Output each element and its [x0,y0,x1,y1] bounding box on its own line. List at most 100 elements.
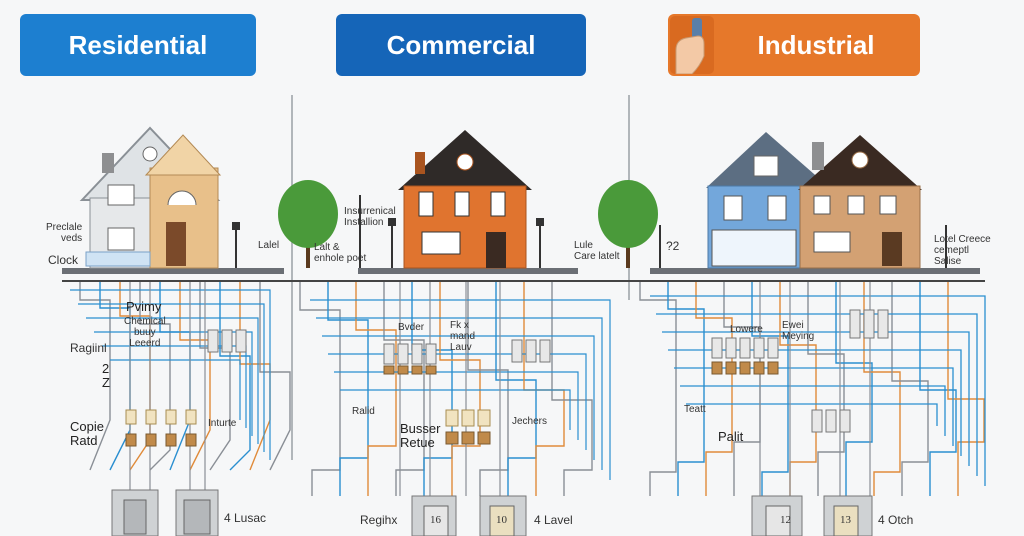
label-ind-lowere: Lowere [730,324,763,335]
breaker-com [477,431,491,445]
label-com-meter1: 16 [430,514,441,526]
wire [891,282,929,496]
wire [650,295,986,486]
wire [239,282,271,471]
label-res-clock: Clock [48,253,79,267]
wire [674,367,954,446]
wire [662,331,970,466]
wire [310,299,611,480]
label-com-level: 4 Lavel [534,513,573,527]
meter-ind-2 [823,495,873,536]
breaker-com [461,431,475,445]
breaker-res [145,409,157,425]
residential-house [79,126,240,269]
label-res-regional: Ragiinl [70,341,107,355]
label-ind-ewei: Ewei Meying [782,320,815,342]
wire [316,317,603,470]
breaker-ind [739,337,751,359]
label-res-primary: Pvimy [126,299,162,314]
label-com-busser: Busser Retue [400,421,441,451]
commercial-house [359,130,544,269]
meter-com-2 [479,495,527,536]
breaker-ind [839,409,851,433]
meter-ind-1 [751,495,803,536]
breaker-ind [825,409,837,433]
label-res-z: 2 Z [102,361,110,391]
wire [70,289,271,460]
header-commercial-label: Commercial [386,29,536,60]
label-ind-palit: Palit [718,429,744,444]
wire [78,303,265,452]
breaker-ind [863,309,875,339]
breaker-ind [811,409,823,433]
tree-left [278,180,338,268]
breaker-com [445,431,459,445]
breaker-res [125,433,137,447]
wire [639,282,677,496]
label-ind-bottom: 4 Otch [878,513,914,527]
breaker-res [207,329,219,353]
ground-res [62,268,284,274]
meter-res-1 [111,489,159,536]
label-ind-meter2: 13 [840,514,851,526]
wire [686,403,938,426]
label-com-regihx: Regihx [360,513,398,527]
label-com-border: Bvder [398,322,425,333]
breaker-res [185,433,197,447]
label-ind-two: ?2 [666,239,680,253]
label-com-mixed: Fk x mand Lauv [450,320,476,353]
breaker-ind [725,337,737,359]
wire [656,313,978,476]
breaker-ind [767,361,779,375]
header-industrial: Industrial [668,14,920,76]
label-res-bottom: 4 Lusac [224,511,267,525]
wire [947,282,985,496]
breaker-ind [767,337,779,359]
hand-wrench-icon [670,16,714,74]
label-ind-teatt: Teatt [684,404,706,415]
wire [759,282,871,496]
wire [94,331,253,436]
wire [383,282,425,496]
label-com-jechers: Jechers [512,416,548,427]
breaker-com [411,365,423,375]
breaker-com [511,339,523,363]
breaker-res [125,409,137,425]
wire [355,282,397,496]
label-res-inte: Inturte [208,418,237,429]
label-com-lalel: Lalel [258,240,280,251]
wire [523,282,565,496]
header-residential-label: Residential [68,29,208,60]
wire [139,282,171,471]
breaker-res [221,329,233,353]
wire [863,282,901,496]
header-commercial: Commercial [336,14,586,76]
breaker-com [525,339,537,363]
breaker-res [235,329,247,353]
wire [467,282,509,496]
ground-ind [650,268,980,274]
meter-com-1 [411,495,457,536]
wire [340,389,571,430]
label-com-insurance: Insurrenical Installion [344,206,396,228]
tree-right [598,180,658,268]
breaker-com [539,339,551,363]
wire [807,282,845,496]
breaker-com [425,343,437,365]
meter-res-2 [175,489,219,536]
label-res-chemical: Chemical buuy Leeerd [124,316,166,349]
breaker-ind [877,309,889,339]
breaker-com [425,365,437,375]
label-com-meter2: 10 [496,514,507,526]
header-industrial-label: Industrial [757,29,875,60]
breaker-ind [739,361,751,375]
breaker-panels [125,309,889,447]
breaker-com [445,409,459,427]
breaker-res [185,409,197,425]
breaker-com [383,365,395,375]
breaker-ind [711,337,723,359]
wire [495,282,537,496]
wire [86,317,259,444]
wire [129,282,206,490]
